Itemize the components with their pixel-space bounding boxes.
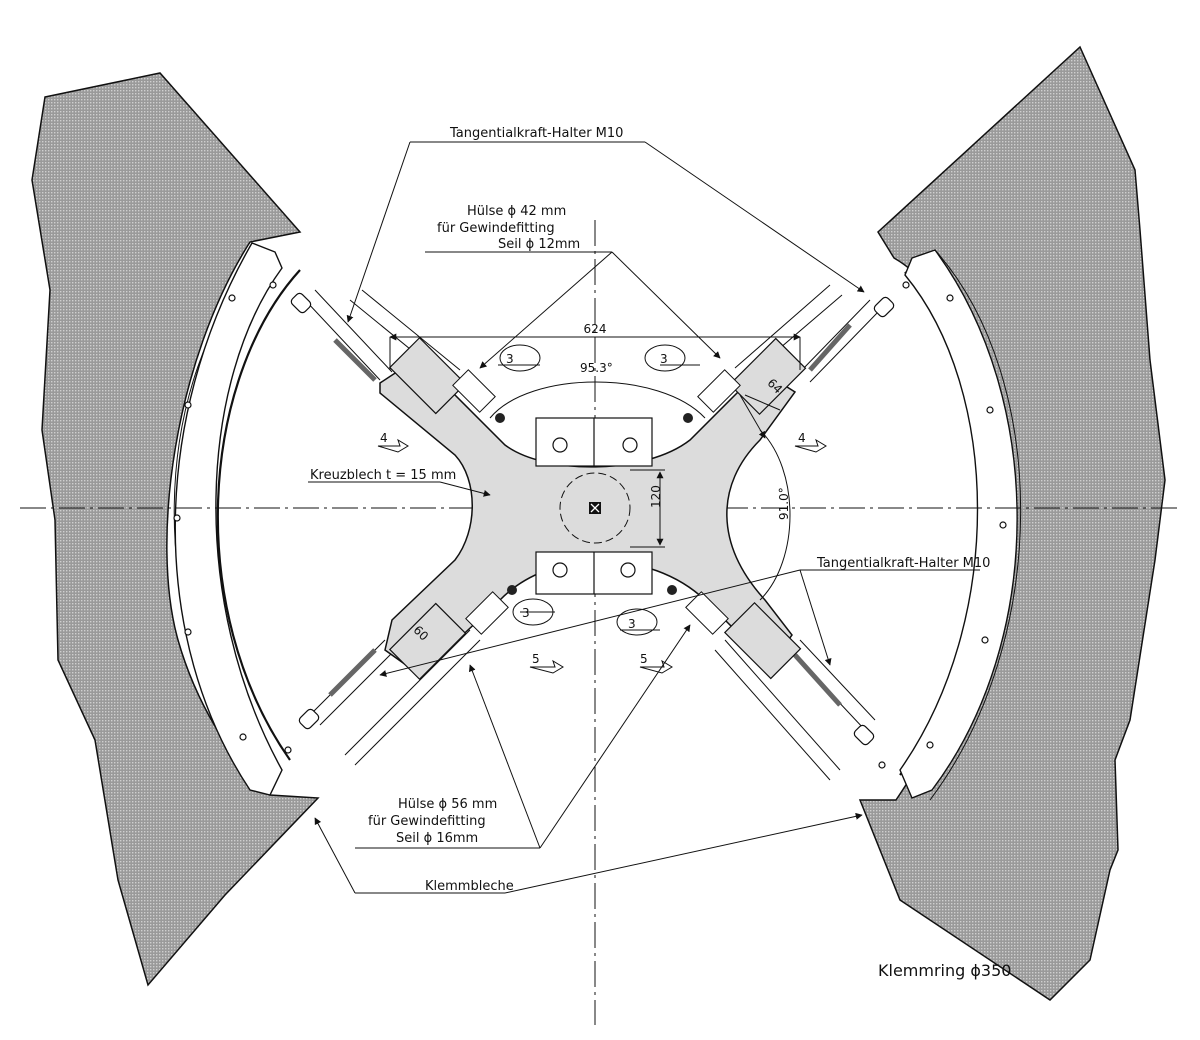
angle-95-dimension: 95.3° <box>489 361 706 419</box>
angle-91-text: 91.0° <box>777 487 791 520</box>
label-huelse56-line3: Seil ϕ 16mm <box>396 831 478 846</box>
dim-624-text: 624 <box>584 322 607 336</box>
weld-3-a: 3 <box>506 352 514 366</box>
knob-markers <box>495 413 693 595</box>
label-huelse56-line1: Hülse ϕ 56 mm <box>398 797 497 812</box>
weld-4-left: 4 <box>380 431 388 445</box>
dimension-120: 120 <box>630 469 665 548</box>
left-hatched-body <box>31 72 320 987</box>
weld-3-d: 3 <box>628 617 636 631</box>
label-huelse42-line2: für Gewindefitting <box>437 221 555 236</box>
rod-end-eyes <box>290 292 895 746</box>
dimension-624: 624 <box>389 322 801 370</box>
angle-95-text: 95.3° <box>580 361 613 375</box>
label-huelse42-line1: Hülse ϕ 42 mm <box>467 204 566 219</box>
dim-120-text: 120 <box>649 485 663 508</box>
arm-blocks <box>388 336 807 681</box>
cable-rods <box>304 284 881 781</box>
ring-right-outer-arc <box>929 249 1022 801</box>
center-clamp-blocks <box>535 417 653 595</box>
center-hub-circle <box>559 472 631 544</box>
label-kreuzblech: Kreuzblech t = 15 mm <box>310 468 456 483</box>
clamp-plate-right <box>899 249 1018 799</box>
weld-3-b: 3 <box>660 352 668 366</box>
leader-lines <box>308 141 980 894</box>
weld-4-right: 4 <box>798 431 806 445</box>
weld-values: 3 3 3 3 4 4 5 5 <box>380 352 806 666</box>
weld-3-c: 3 <box>522 606 530 620</box>
label-tangential-right: Tangentialkraft-Halter M10 <box>816 556 990 571</box>
label-tangential-top: Tangentialkraft-Halter M10 <box>449 126 623 141</box>
clamp-plate-left <box>174 242 283 796</box>
label-huelse56-line2: für Gewindefitting <box>368 814 486 829</box>
angle-91-dimension: 91.0° <box>759 429 791 601</box>
weld-5-left: 5 <box>532 652 540 666</box>
ring-left-inner-arc <box>216 269 301 761</box>
label-klemmring: Klemmring ϕ350 <box>878 961 1011 980</box>
label-huelse42-line3: Seil ϕ 12mm <box>498 237 580 252</box>
weld-5-right: 5 <box>640 652 648 666</box>
thread-fittings <box>452 369 741 635</box>
label-klemmbleche: Klemmbleche <box>425 879 514 894</box>
ring-bolt-holes <box>173 281 1007 769</box>
